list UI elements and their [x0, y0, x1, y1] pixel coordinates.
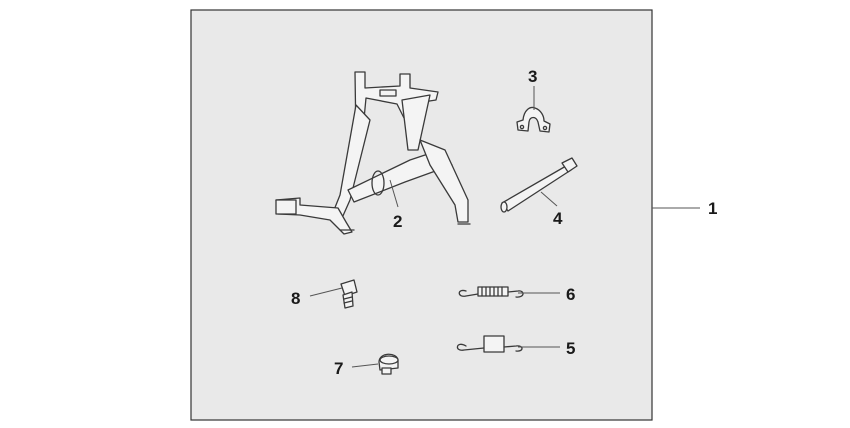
- label-8: 8: [291, 289, 300, 308]
- bolt-part: [340, 279, 358, 309]
- clip-part: [516, 106, 551, 133]
- diagram-frame: [190, 9, 653, 421]
- label-3: 3: [528, 67, 537, 86]
- leader-7: [351, 363, 379, 368]
- main-stand-part: [275, 71, 471, 235]
- cap-screw-part: [378, 353, 399, 375]
- label-2: 2: [393, 212, 402, 231]
- label-4: 4: [553, 209, 563, 228]
- spring-large-part: [456, 335, 523, 353]
- label-5: 5: [566, 339, 575, 358]
- leader-4: [540, 191, 558, 207]
- label-6: 6: [566, 285, 575, 304]
- leader-2: [389, 179, 399, 208]
- pivot-shaft-part: [500, 157, 578, 213]
- label-7: 7: [334, 359, 343, 378]
- leader-8: [309, 287, 343, 297]
- label-1: 1: [708, 199, 717, 218]
